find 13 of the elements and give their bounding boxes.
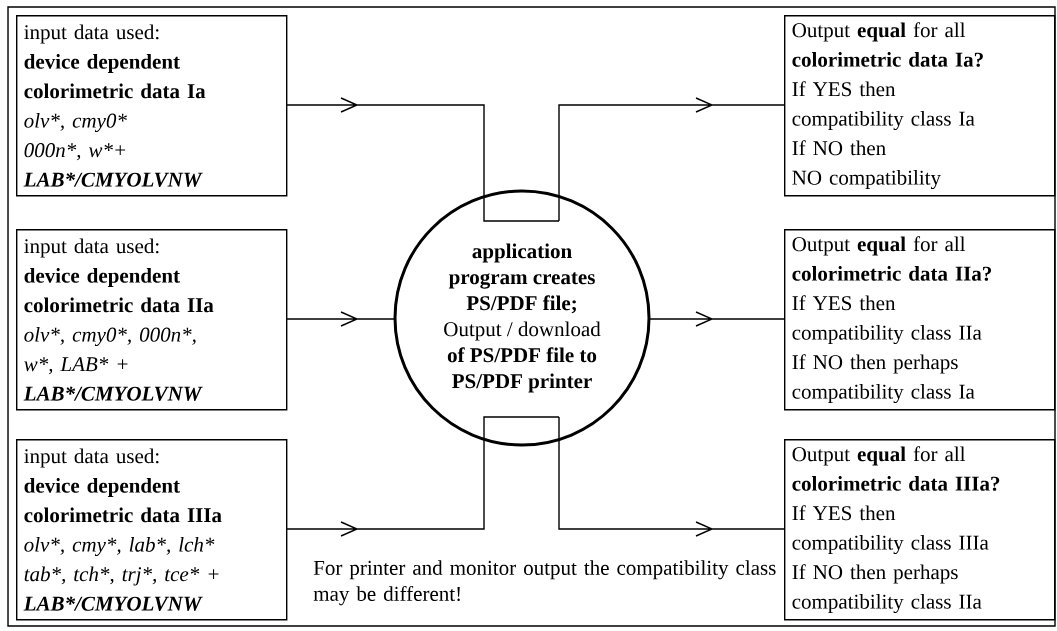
input-box: input data used: device dependent colorimetric data Ia olv*, cmy0* 000n*, w*+ LAB*/CMYOLVNW [16, 15, 288, 197]
output-box: Output equal for all colorimetric data IIIa? If YES then compatibility class IIIa If NO then perhaps compatibility class IIa [784, 439, 1056, 621]
output-box: Output equal for all colorimetric data Ia? If YES then compatibility class Ia If NO then NO compatibility [784, 15, 1056, 197]
input-box: input data used: device dependent colorimetric data IIa olv*, cmy0*, 000n*, w*, LAB* + LAB*/CMYOLVNW [16, 229, 288, 411]
arrow [286, 311, 396, 327]
input-box: input data used: device dependent colorimetric data IIIa olv*, cmy*, lab*, lch* tab*, tch*, trj*, tce* + LAB*/CMYOLVNW [16, 439, 288, 621]
output-box: Output equal for all colorimetric data IIa? If YES then compatibility class IIa If NO then perhaps compatibility class Ia [784, 229, 1056, 411]
arrow [558, 97, 785, 222]
note-text: For printer and monitor output the compatibility class may be different! [313, 560, 776, 606]
arrow [286, 416, 560, 537]
arrow [558, 416, 785, 537]
arrow [286, 97, 560, 222]
arrow [648, 311, 785, 327]
